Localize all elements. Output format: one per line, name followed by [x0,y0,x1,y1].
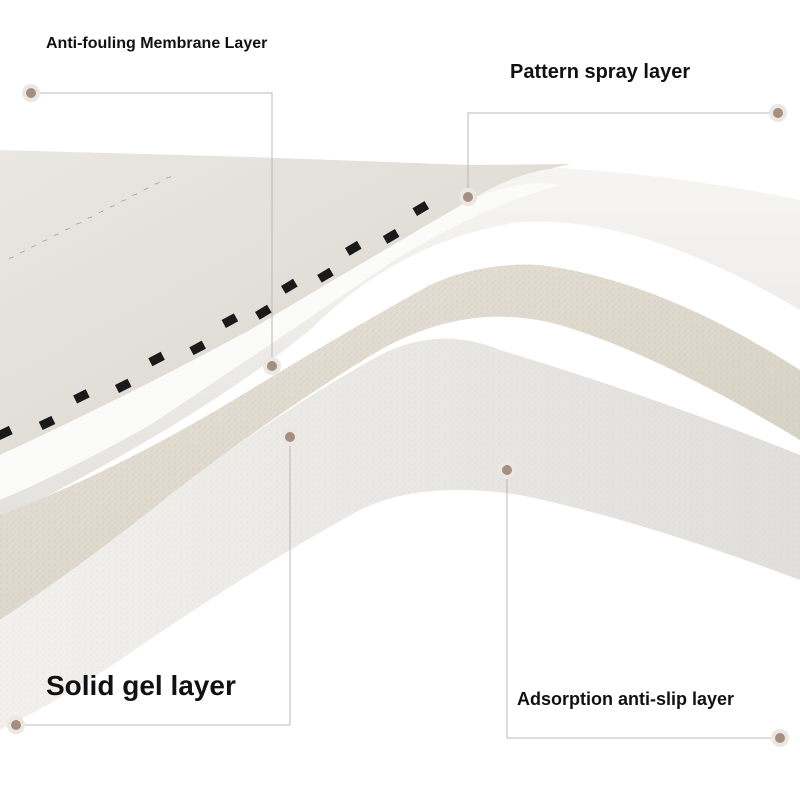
marker-dot-adsorption-start-core [502,465,512,475]
checker-square [281,278,298,294]
checker-square [344,240,362,256]
checker-square [148,351,165,367]
checker-square [38,415,56,431]
marker-dot-pattern-end-core [463,192,473,202]
callout-line-pattern [467,112,778,197]
checker-square [255,304,272,320]
checker-square [382,229,400,244]
checker-square [0,425,13,440]
callout-line-solid-gel [16,437,291,726]
checker-square [221,313,239,328]
top-surface-layer [0,150,570,455]
marker-dot-adsorption-end-core [775,733,785,743]
membrane-back-layer [0,168,800,520]
callout-line-membrane [31,92,273,366]
marker-dot-membrane-end-core [267,361,277,371]
checker-square [317,267,334,283]
marker-dot-solid-gel-end-core [11,720,21,730]
callout-line-adsorption [506,470,780,739]
marker-dots [7,84,789,747]
label-adsorption-anti-slip-layer: Adsorption anti-slip layer [517,689,735,709]
marker-dot-pattern-start-core [773,108,783,118]
adsorption-texture [0,338,800,730]
white-layer [0,183,560,500]
checker-square [189,340,206,356]
label-pattern-spray-layer: Pattern spray layer [510,61,691,83]
callout-lines [16,92,780,739]
checker-square [114,378,132,394]
checker-pattern [0,201,430,440]
solid-gel-speckle [0,264,800,620]
checker-square [73,389,90,404]
label-solid-gel-layer: Solid gel layer [46,670,236,701]
checker-square [412,201,430,216]
label-anti-fouling-membrane-layer: Anti-fouling Membrane Layer [46,35,268,52]
marker-dot-membrane-start-core [26,88,36,98]
marker-dot-solid-gel-start-core [285,432,295,442]
